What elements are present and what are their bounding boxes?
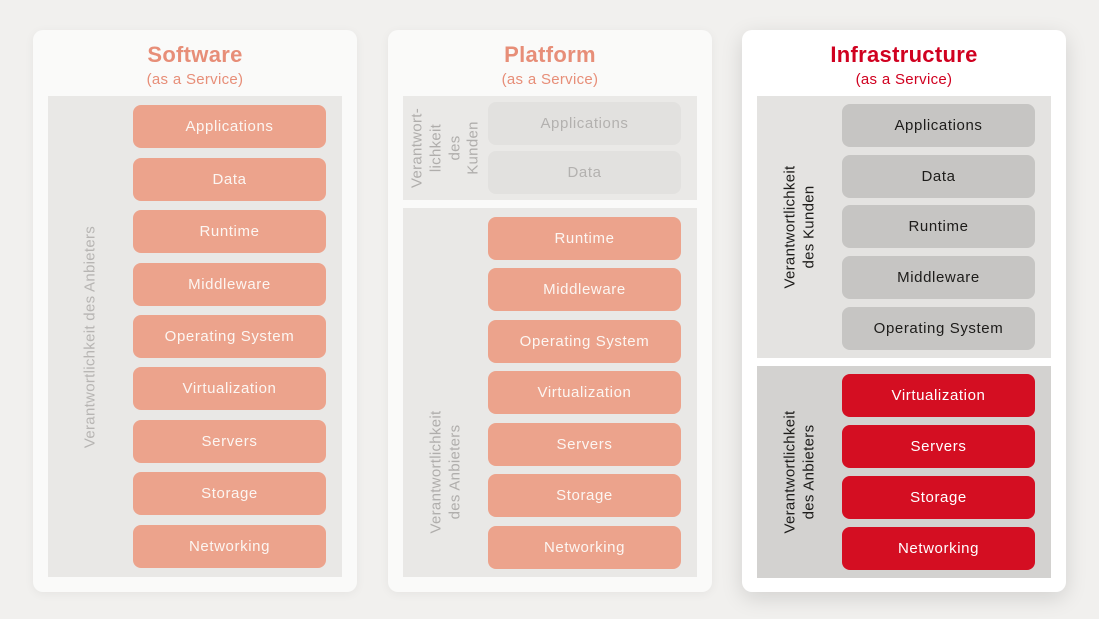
iaas-box-networking: Networking [842,527,1035,570]
iaas-box-virtualization: Virtualization [842,374,1035,417]
iaas-subtitle: (as a Service) [855,71,953,88]
iaas-provider-label: Verantwortlichkeit des Anbieters [757,366,842,578]
iaas-provider-section: Verantwortlichkeit des Anbieters Virtual… [757,366,1051,578]
paas-box-runtime: Runtime [488,216,681,260]
saas-box-runtime: Runtime [133,210,326,254]
saas-provider-section: Verantwortlichkeit des Anbieters Applica… [48,96,342,577]
paas-customer-layer-stack: Applications Data [488,96,681,200]
paas-box-middleware: Middleware [488,268,681,311]
paas-provider-section: Verantwortlichkeit des Anbieters Runtime… [403,208,697,577]
paas-box-operating-system: Operating System [488,319,681,363]
iaas-customer-layer-stack: Applications Data Runtime Middleware Ope… [842,96,1035,358]
saas-box-virtualization: Virtualization [133,367,326,411]
paas-box-virtualization: Virtualization [488,371,681,414]
saas-provider-label-text: Verantwortlichkeit des Anbieters [81,225,99,448]
saas-layer-stack: Applications Data Runtime Middleware Ope… [133,96,326,577]
card-saas: Software (as a Service) Verantwortlichke… [33,30,357,592]
saas-box-servers: Servers [133,419,326,463]
iaas-title: Infrastructure [830,42,978,67]
paas-customer-label: Verantwort- lichkeit des Kunden [403,96,488,200]
paas-subtitle: (as a Service) [501,71,599,88]
iaas-box-runtime: Runtime [842,205,1035,249]
saas-provider-label: Verantwortlichkeit des Anbieters [48,96,133,577]
saas-box-applications: Applications [133,105,326,149]
paas-header: Platform (as a Service) [388,42,712,88]
paas-customer-section: Verantwort- lichkeit des Kunden Applicat… [403,96,697,200]
paas-box-networking: Networking [488,525,681,569]
iaas-box-middleware: Middleware [842,256,1035,300]
saas-header: Software (as a Service) [33,42,357,88]
paas-box-applications: Applications [488,102,681,145]
paas-title: Platform [504,42,596,67]
iaas-header: Infrastructure (as a Service) [742,42,1066,88]
paas-box-servers: Servers [488,422,681,466]
paas-provider-label-text: Verantwortlichkeit des Anbieters [426,410,463,534]
saas-box-storage: Storage [133,472,326,516]
iaas-provider-layer-stack: Virtualization Servers Storage Networkin… [842,366,1035,578]
iaas-box-storage: Storage [842,476,1035,519]
iaas-box-applications: Applications [842,103,1035,147]
saas-box-middleware: Middleware [133,262,326,306]
iaas-customer-label-text: Verantwortlichkeit des Kunden [780,165,817,289]
paas-provider-layer-stack: Runtime Middleware Operating System Virt… [488,208,681,577]
saas-box-operating-system: Operating System [133,314,326,358]
iaas-customer-section: Verantwortlichkeit des Kunden Applicatio… [757,96,1051,358]
saas-title: Software [147,42,243,67]
saas-box-data: Data [133,157,326,201]
iaas-box-servers: Servers [842,425,1035,468]
card-iaas: Infrastructure (as a Service) Verantwort… [742,30,1066,592]
card-paas: Platform (as a Service) Verantwort- lich… [388,30,712,592]
saas-subtitle: (as a Service) [146,71,244,88]
paas-provider-label: Verantwortlichkeit des Anbieters [403,367,488,577]
paas-customer-label-text: Verantwort- lichkeit des Kunden [408,108,482,188]
iaas-box-operating-system: Operating System [842,307,1035,351]
iaas-box-data: Data [842,154,1035,198]
paas-box-data: Data [488,151,681,194]
iaas-customer-label: Verantwortlichkeit des Kunden [757,96,842,358]
saas-box-networking: Networking [133,524,326,568]
paas-box-storage: Storage [488,474,681,517]
iaas-provider-label-text: Verantwortlichkeit des Anbieters [780,410,817,534]
